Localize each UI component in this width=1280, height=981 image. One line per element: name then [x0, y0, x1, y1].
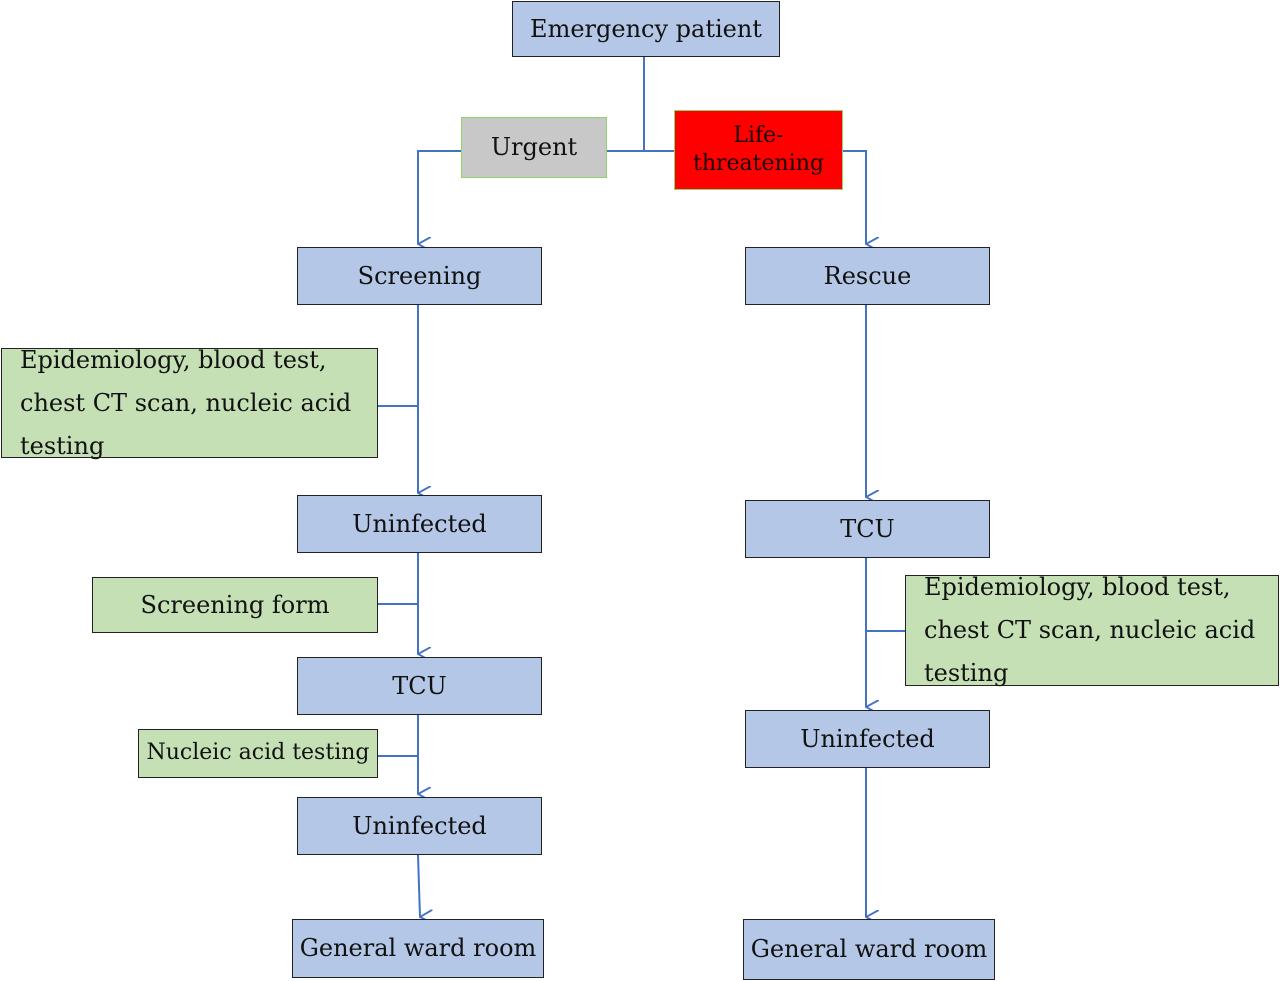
emergency-patient-label: Emergency patient [530, 14, 762, 43]
urgent-label: Urgent [490, 133, 578, 162]
uninfected-box-right: Uninfected [745, 710, 990, 768]
tcu-tests-label: Epidemiology, blood test, chest CT scan,… [924, 573, 1256, 687]
rescue-box: Rescue [745, 247, 990, 305]
uninfected-label-right: Uninfected [800, 724, 935, 753]
screening-tests-note: Epidemiology, blood test, chest CT scan,… [1, 346, 378, 460]
screening-form-label: Screening form [140, 590, 330, 619]
life-threatening-label: Life- threatening [693, 123, 824, 176]
uninfected-box-left-2: Uninfected [297, 797, 542, 855]
general-ward-box-right: General ward room [743, 919, 995, 980]
uninfected-label-left-1: Uninfected [352, 509, 487, 538]
tcu-box-left: TCU [297, 657, 542, 715]
screening-tests-label: Epidemiology, blood test, chest CT scan,… [20, 345, 352, 460]
screening-label: Screening [357, 261, 482, 290]
nucleic-acid-testing-label: Nucleic acid testing [146, 740, 370, 766]
urgent-box: Urgent [461, 117, 607, 178]
nucleic-acid-testing-note: Nucleic acid testing [138, 729, 378, 778]
uninfected-label-left-2: Uninfected [352, 811, 487, 840]
emergency-patient-box: Emergency patient [512, 1, 780, 57]
uninfected-box-left-1: Uninfected [297, 495, 542, 553]
tcu-label-left: TCU [392, 671, 447, 700]
tcu-box-right: TCU [745, 500, 990, 558]
rescue-label: Rescue [823, 261, 912, 290]
general-ward-label-left: General ward room [299, 934, 537, 963]
arrow-life-to-rescue [842, 150, 866, 244]
life-threatening-box: Life- threatening [674, 110, 843, 190]
tcu-label-right: TCU [840, 514, 895, 543]
tcu-tests-note: Epidemiology, blood test, chest CT scan,… [905, 573, 1279, 687]
arrow-uninfected-to-ward [417, 854, 420, 917]
general-ward-label-right: General ward room [750, 935, 988, 964]
screening-form-note: Screening form [92, 577, 378, 633]
general-ward-box-left: General ward room [292, 919, 544, 978]
screening-box: Screening [297, 247, 542, 305]
arrow-urgent-to-screening [418, 150, 462, 244]
